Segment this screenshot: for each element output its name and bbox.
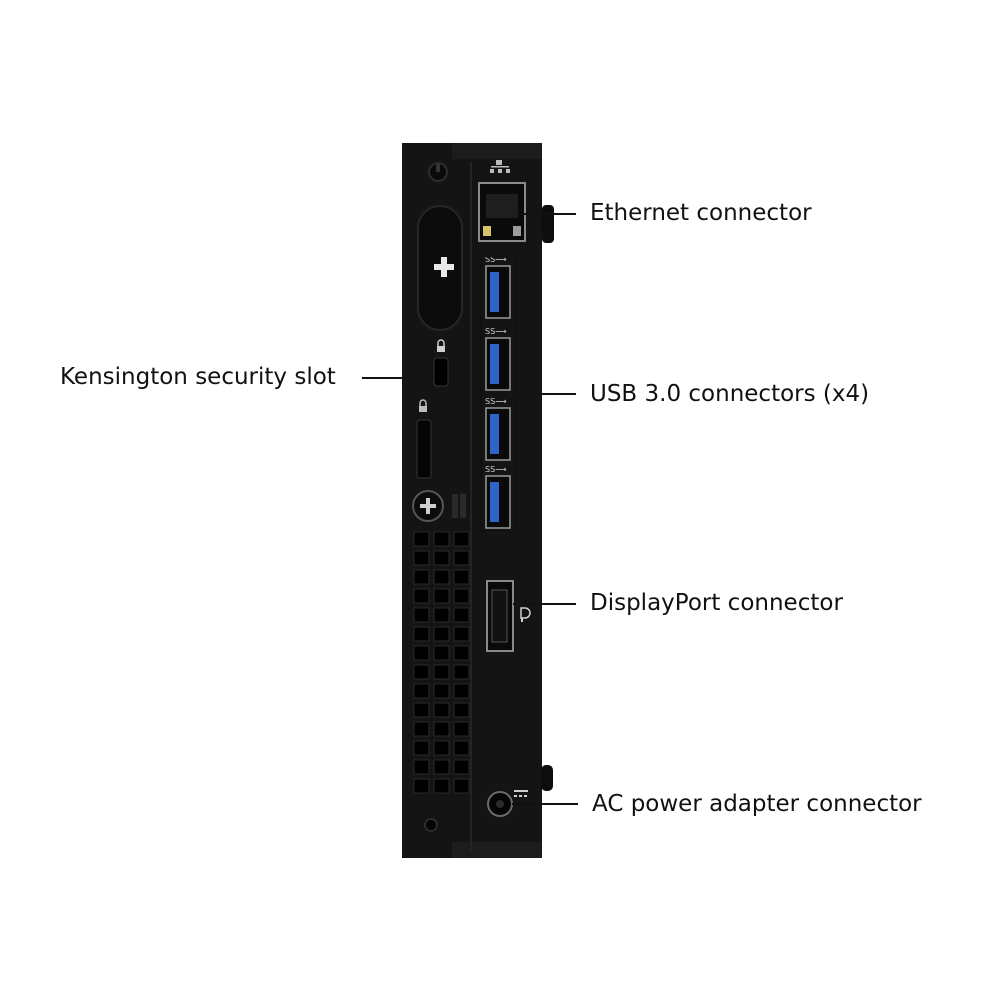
usb-port-tongue [490, 414, 499, 454]
vent-hole [413, 531, 430, 547]
vent-hole [413, 778, 430, 794]
vent-hole [453, 702, 470, 718]
vent-hole [453, 645, 470, 661]
vent-hole [433, 569, 450, 585]
vent-hole [453, 721, 470, 737]
network-icon [490, 160, 510, 173]
vent-hole [453, 588, 470, 604]
ventilation-grille [413, 531, 470, 794]
vent-hole [433, 550, 450, 566]
usb-leader-line [516, 393, 576, 395]
vent-hole [433, 607, 450, 623]
vent-hole [433, 645, 450, 661]
vent-hole [453, 626, 470, 642]
vent-hole [433, 759, 450, 775]
vent-hole [413, 683, 430, 699]
vent-hole [413, 607, 430, 623]
vent-hole [453, 607, 470, 623]
vent-hole [453, 664, 470, 680]
kensington-slot [433, 357, 449, 387]
vent-hole [433, 740, 450, 756]
usb-port-group: SS⟶ SS⟶ SS⟶ SS⟶ [485, 255, 511, 529]
dc-power-icon [514, 790, 528, 797]
usb-bracket [480, 255, 518, 532]
side-latch-top [542, 205, 554, 243]
usb-port-tongue [490, 344, 499, 384]
kensington-label: Kensington security slot [60, 364, 336, 390]
vent-hole [413, 721, 430, 737]
vent-hole [453, 550, 470, 566]
vent-hole [433, 588, 450, 604]
displayport-leader-line [513, 603, 576, 605]
usb-port-tongue [490, 272, 499, 312]
side-latch-bottom [541, 765, 553, 791]
chassis-divider [470, 162, 472, 852]
ac-power-label: AC power adapter connector [592, 791, 922, 817]
displayport-label: DisplayPort connector [590, 590, 843, 616]
vent-hole [433, 626, 450, 642]
vent-hole [413, 645, 430, 661]
kensington-leader-line [362, 377, 434, 379]
superspeed-usb-icon: SS⟶ [485, 465, 507, 474]
superspeed-usb-icon: SS⟶ [485, 255, 507, 264]
vent-hole [433, 683, 450, 699]
padlock-loop [416, 419, 432, 479]
vent-hole [453, 759, 470, 775]
lock-icon-secondary [419, 399, 427, 412]
vent-hole [433, 778, 450, 794]
vent-hole [413, 759, 430, 775]
ac-power-leader-line [512, 803, 578, 805]
vent-hole [433, 531, 450, 547]
bottom-hole [424, 818, 438, 832]
chassis-top-tab [452, 143, 542, 159]
lock-icon [437, 339, 445, 352]
displayport-icon [520, 607, 531, 622]
vent-hole [453, 740, 470, 756]
vent-hole [413, 664, 430, 680]
vent-hole [433, 664, 450, 680]
vent-hole [413, 550, 430, 566]
ethernet-label: Ethernet connector [590, 200, 812, 226]
vent-hole [453, 778, 470, 794]
ethernet-leader-line [518, 213, 576, 215]
superspeed-usb-icon: SS⟶ [485, 397, 507, 406]
vent-hole [453, 531, 470, 547]
superspeed-usb-icon: SS⟶ [485, 327, 507, 336]
vent-hole [413, 626, 430, 642]
vent-hole [413, 740, 430, 756]
vent-hole [433, 702, 450, 718]
vent-hole [453, 569, 470, 585]
vent-hole [413, 588, 430, 604]
chassis-bottom-tab [452, 842, 542, 858]
vent-hole [433, 721, 450, 737]
usb-port-tongue [490, 482, 499, 522]
vent-hole [413, 702, 430, 718]
usb-label: USB 3.0 connectors (x4) [590, 381, 870, 407]
vent-hole [453, 683, 470, 699]
vent-hole [413, 569, 430, 585]
